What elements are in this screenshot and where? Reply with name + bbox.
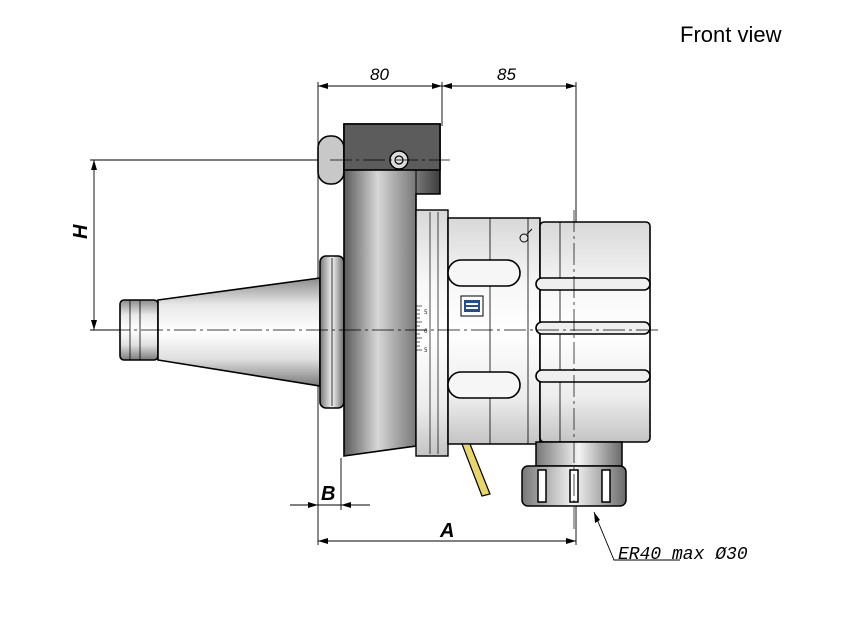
scale-mark-top: 5 (424, 309, 428, 316)
shank-collar (319, 255, 345, 409)
dim-width-right: 85 (497, 65, 516, 84)
collet-callout: ER40 max Ø30 (618, 545, 748, 565)
scale-mark-middle: 0 (424, 328, 428, 335)
dimension-arrows (91, 83, 600, 544)
coolant-pipe (461, 443, 491, 497)
centre-lines (108, 159, 662, 530)
dim-overall-label: A (439, 520, 454, 542)
head-body (447, 217, 651, 445)
swivel-ring (415, 209, 449, 457)
view-title: Front view (680, 22, 782, 47)
dim-width-left: 80 (370, 65, 389, 84)
taper-shank (119, 277, 321, 387)
scale-mark-bottom: 5 (424, 347, 428, 354)
brand-logo-icon (460, 295, 484, 317)
dim-height-label: H (70, 224, 92, 239)
orientation-mark-icon (519, 228, 533, 243)
dim-flange-label: B (321, 483, 335, 505)
